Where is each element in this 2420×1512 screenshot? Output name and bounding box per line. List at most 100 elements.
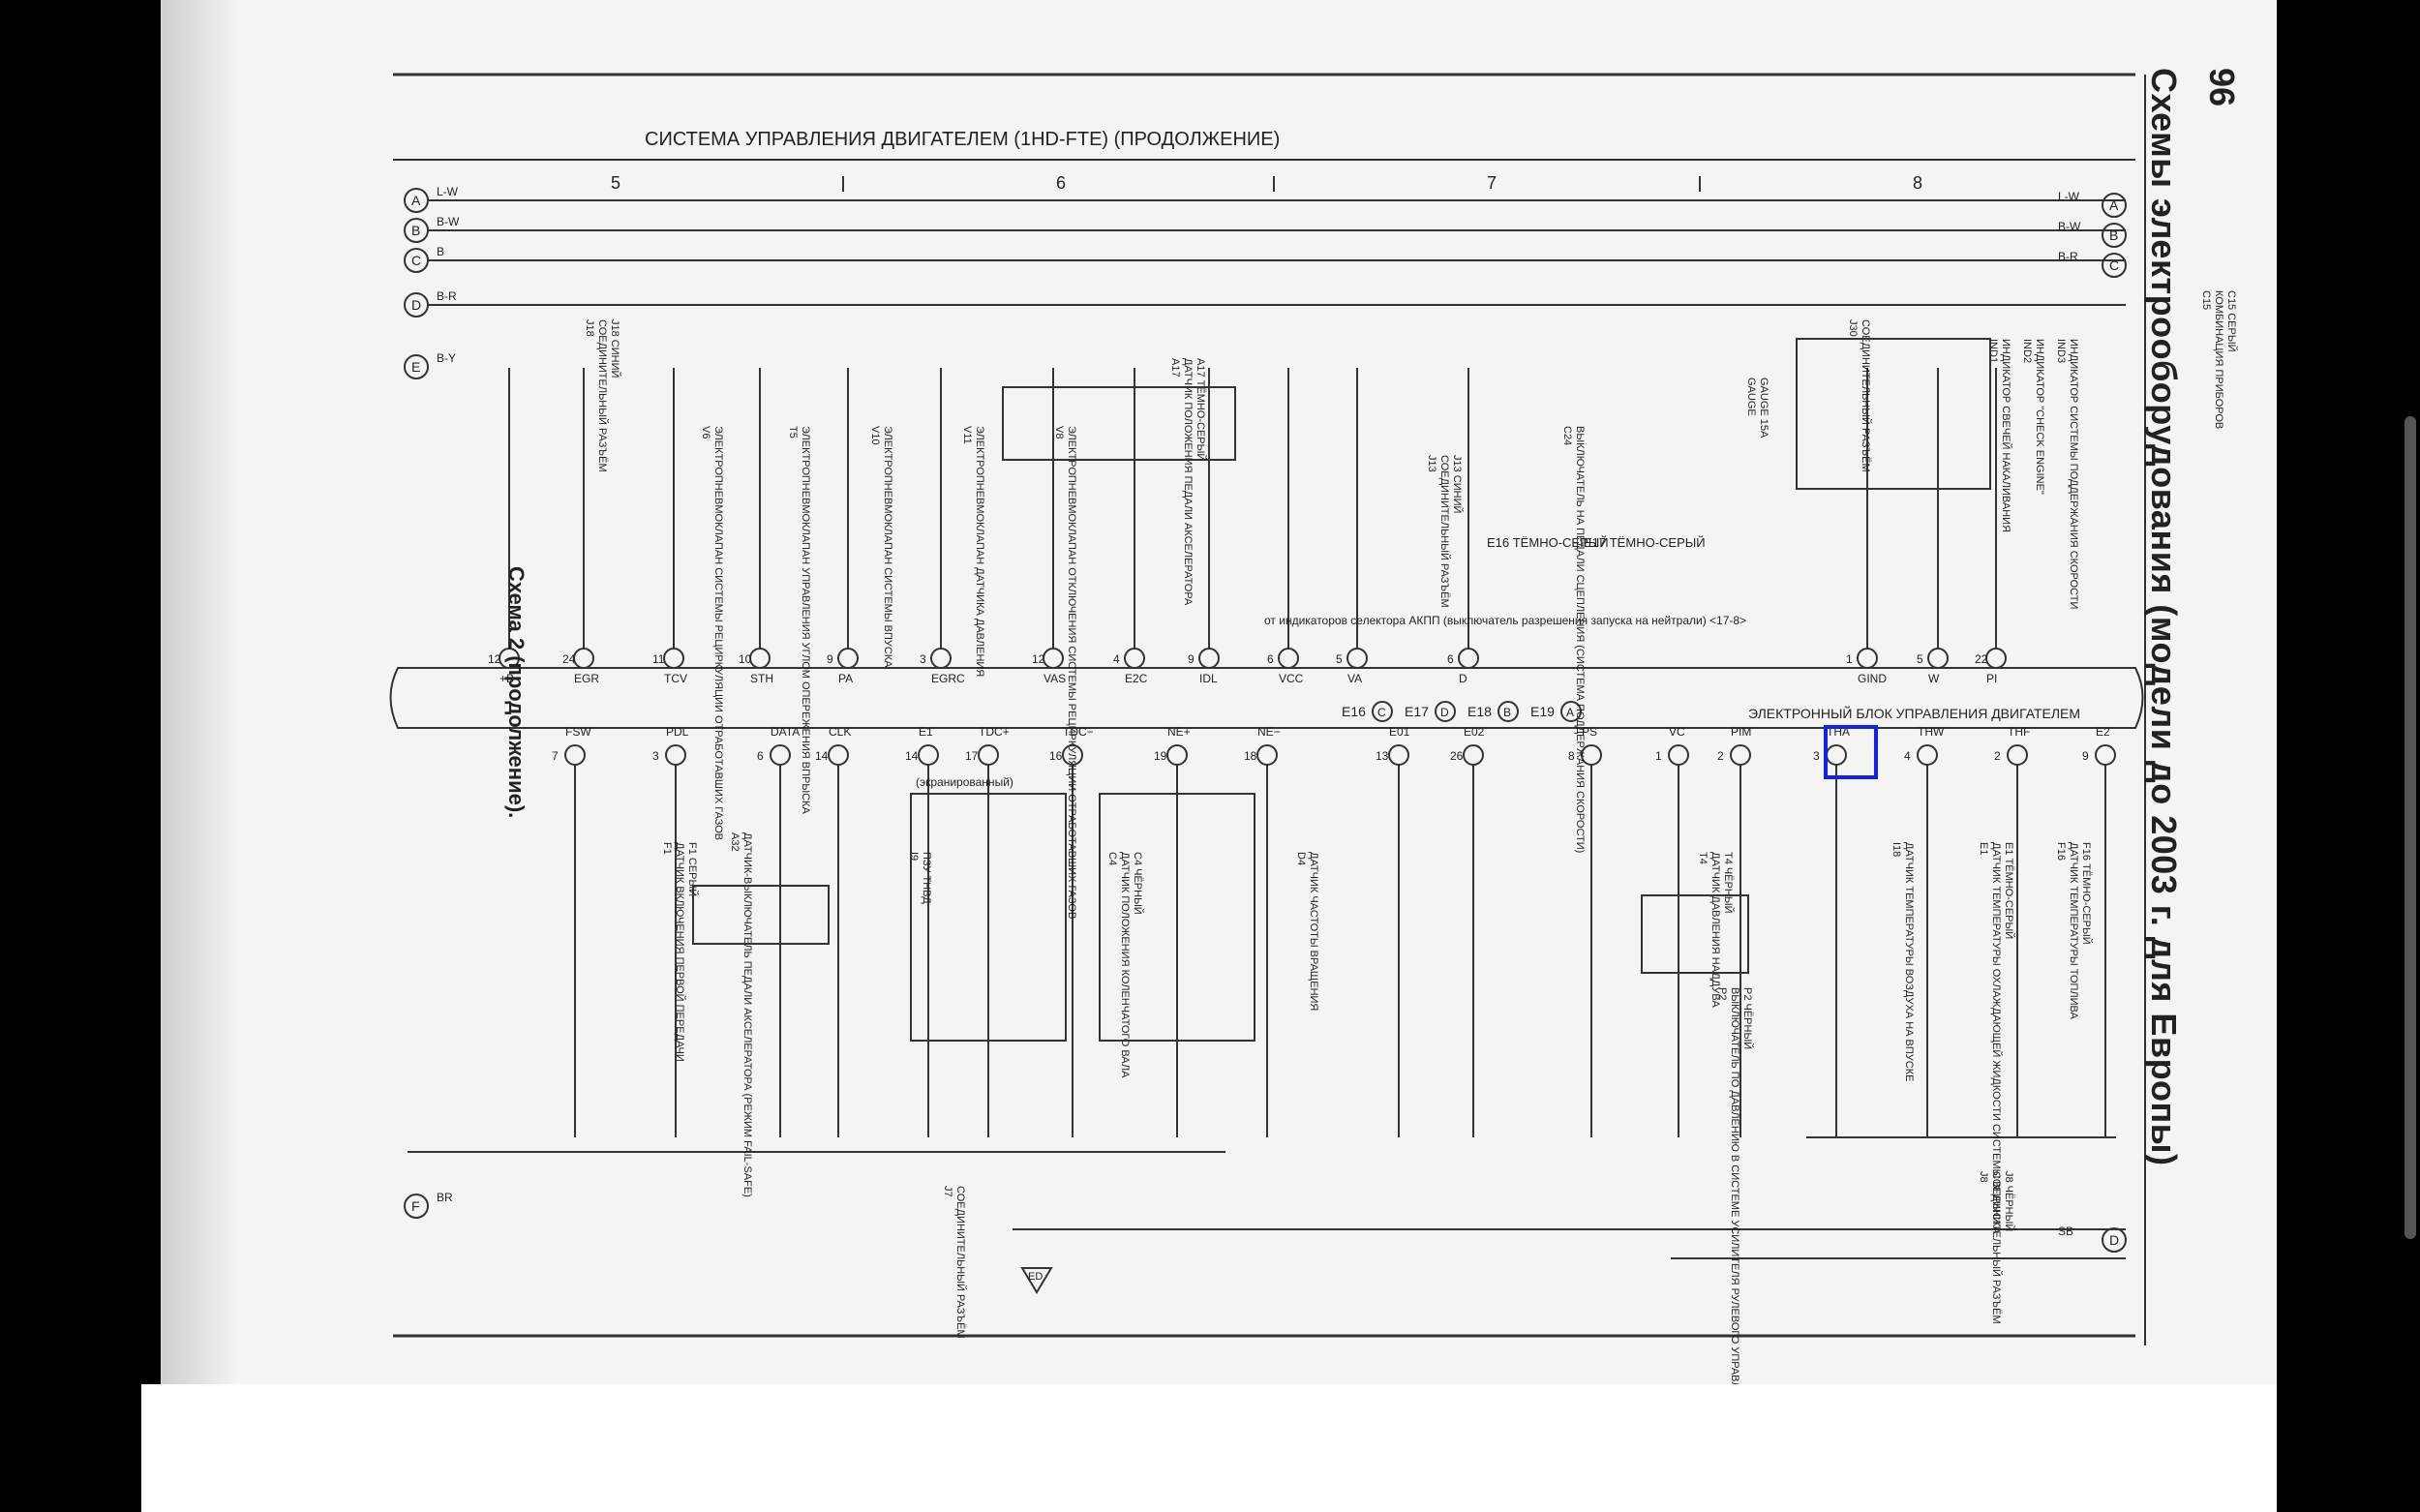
component-color: J18 СИНИЙ [609,319,621,378]
top-pin-terminal: EGRC [931,672,965,685]
bus-circle-left [404,1194,429,1219]
bus-letter-left: A [411,193,421,208]
component-id: J30 [1847,319,1859,337]
component-desc: ПЗУ ТНВД [921,852,932,904]
component-color: C15 СЕРЫЙ [2225,290,2238,352]
component-color: J13 СИНИЙ [1451,455,1464,513]
bus-circle-right [2102,223,2127,248]
top-pin-circle [1985,648,2007,669]
ecu-connector-label: E16 [1342,704,1366,719]
component-desc: ВЫКЛЮЧАТЕЛЬ ПО ДАВЛЕНИЮ В СИСТЕМЕ УСИЛИТ… [1729,987,1740,1384]
top-pin-terminal: EGR [574,672,599,685]
bottom-pin-number: 14 [815,749,829,763]
component-id: V6 [700,426,711,438]
component-desc: ДАТЧИК ПОЛОЖЕНИЯ КОЛЕНЧАТОГО ВАЛА [1119,852,1131,1078]
bottom-pin-terminal: VC [1669,725,1685,739]
top-pin-terminal: GIND [1858,672,1887,685]
bus-wire-left: L-W [437,185,459,198]
top-pin-terminal: VAS [1044,672,1066,685]
component-desc: ИНДИКАТОР "CHECK ENGINE" [2034,339,2045,495]
bottom-pin-number: 2 [1717,749,1724,763]
bottom-pin-number: 3 [1813,749,1820,763]
bottom-pin-terminal: NE− [1257,725,1281,739]
bottom-pin-number: 6 [757,749,764,763]
bottom-pin-circle [1388,744,1409,766]
bottom-pin-circle [770,744,791,766]
top-pin-circle [573,648,594,669]
top-pin-circle [663,648,684,669]
bottom-pin-number: 18 [1244,749,1257,763]
component-desc: ВЫКЛЮЧАТЕЛЬ НА ПЕДАЛИ СЦЕПЛЕНИЯ (СИСТЕМА… [1574,426,1586,853]
top-pin-terminal: TCV [664,672,687,685]
bottom-pin-terminal: E1 [919,725,933,739]
ecu-connector-circle [1372,701,1393,722]
vertical-scrollbar[interactable] [2405,416,2416,1239]
bottom-pin-circle [1166,744,1188,766]
bus-letter-right: A [2109,197,2119,213]
bus-wire-left: B-W [437,215,460,228]
ecu-label: ЭЛЕКТРОННЫЙ БЛОК УПРАВЛЕНИЯ ДВИГАТЕЛЕМ [1748,705,2080,721]
top-pin-terminal: W [1928,672,1940,685]
bottom-pin-number: 26 [1450,749,1464,763]
component-desc: ИНДИКАТОР СИСТЕМЫ ПОДДЕРЖАНИЯ СКОРОСТИ [2068,339,2079,609]
top-pin-number: 5 [1917,652,1923,666]
component-desc: GAUGE 15A [1758,378,1770,438]
component-id: J8 [1978,1171,1989,1183]
top-pin-number: 12 [1032,652,1045,666]
component-desc: ДАТЧИК ДАВЛЕНИЯ НАДДУВА [1709,852,1721,1008]
bus-wire-right: L-W [2058,190,2080,203]
component-desc: ДАТЧИК ТЕМПЕРАТУРЫ ОХЛАЖДАЮЩЕЙ ЖИДКОСТИ … [1990,842,2003,1234]
ecu-connector-circle [1435,701,1456,722]
component-desc: ДАТЧИК-ВЫКЛЮЧАТЕЛЬ ПЕДАЛИ АКСЕЛЕРАТОРА (… [741,832,753,1197]
top-pin-number: 5 [1336,652,1343,666]
bottom-pin-number: 9 [2082,749,2089,763]
bottom-pin-number: 1 [1655,749,1662,763]
bus-letter-right: C [2109,257,2119,273]
bottom-pin-number: 19 [1154,749,1167,763]
component-desc: ЭЛЕКТРОПНЕВМОКЛАПАН СИСТЕМЫ ВПУСКА [882,426,893,668]
top-pin-circle [1124,648,1145,669]
component-desc: ЭЛЕКТРОПНЕВМОКЛАПАН СИСТЕМЫ РЕЦИРКУЛЯЦИИ… [712,426,724,840]
bus-letter-right: B [2109,227,2118,243]
bottom-pin-circle [564,744,586,766]
bus-wire-left: BR [437,1191,453,1204]
section-number: 5 [611,173,620,193]
thw-highlight-box [1824,725,1878,779]
component-desc: КОМБИНАЦИЯ ПРИБОРОВ [2213,290,2224,429]
note-e16: E16 ТЁМНО-СЕРЫЙ [1487,535,1609,550]
bottom-pin-terminal: NE+ [1167,725,1191,739]
bottom-pin-number: 13 [1376,749,1389,763]
top-pin-terminal: IDL [1199,672,1218,685]
ecu-connector-label: E17 [1405,704,1429,719]
ecu-connector-letter: C [1377,706,1386,719]
top-pin-circle [1198,648,1220,669]
bottom-pin-circle [978,744,999,766]
top-pin-number: 6 [1447,652,1454,666]
top-pin-circle [1043,648,1064,669]
top-pin-circle [1458,648,1479,669]
top-pin-number: 11 [652,652,665,666]
component-color: F1 СЕРЫЙ [686,842,699,896]
top-pin-circle [1857,648,1878,669]
bottom-pin-circle [1256,744,1278,766]
component-color: C4 ЧЁРНЫЙ [1132,852,1144,915]
page-binding-shadow [161,0,238,1384]
bottom-pin-circle [918,744,939,766]
bottom-pin-terminal: E2 [2096,725,2110,739]
